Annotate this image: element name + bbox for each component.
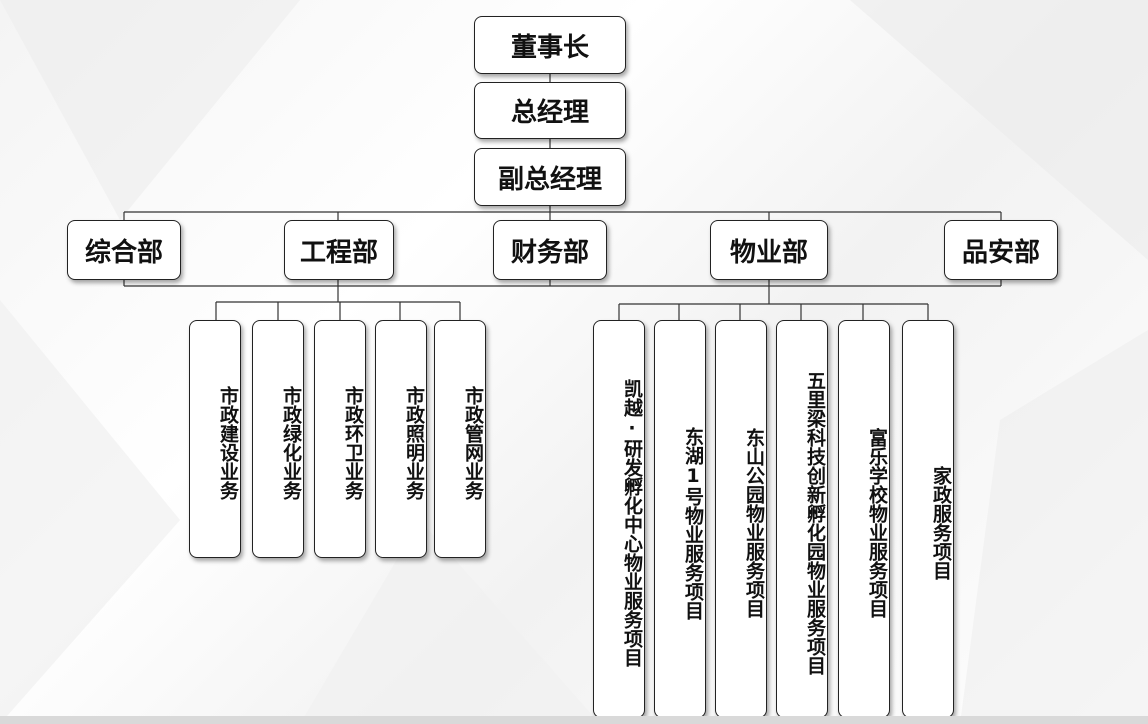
property-project-label: 五里梁科技创新孵化园物业服务项目 (804, 371, 826, 675)
property-project: 家政服务项目 (902, 320, 954, 718)
engineering-unit: 市政绿化业务 (252, 320, 304, 558)
department-quality-safety: 品安部 (944, 220, 1058, 280)
department-general-affairs: 综合部 (67, 220, 181, 280)
department-engineering: 工程部 (284, 220, 394, 280)
engineering-unit: 市政环卫业务 (314, 320, 366, 558)
department-label: 综合部 (84, 237, 163, 268)
department-label: 财务部 (510, 237, 589, 268)
engineering-unit: 市政照明业务 (375, 320, 427, 558)
property-project-label: 凯越·研发孵化中心物业服务项目 (621, 379, 643, 667)
engineering-unit-label: 市政管网业务 (462, 386, 484, 500)
engineering-unit-label: 市政绿化业务 (280, 386, 302, 500)
general-manager-label: 总经理 (510, 98, 589, 128)
property-project-label: 东山公园物业服务项目 (743, 428, 765, 618)
property-project-label: 东湖1号物业服务项目 (682, 426, 704, 620)
engineering-unit-label: 市政照明业务 (403, 386, 425, 500)
engineering-unit: 市政建设业务 (189, 320, 241, 558)
general-manager-box: 总经理 (474, 82, 626, 139)
deputy-general-manager-label: 副总经理 (497, 164, 602, 195)
department-label: 工程部 (299, 237, 378, 268)
property-project: 五里梁科技创新孵化园物业服务项目 (776, 320, 828, 718)
department-finance: 财务部 (493, 220, 607, 280)
engineering-unit-label: 市政建设业务 (217, 386, 239, 500)
bottom-strip (0, 716, 1148, 724)
department-property: 物业部 (710, 220, 828, 280)
chairman-label: 董事长 (510, 32, 589, 63)
property-project: 凯越·研发孵化中心物业服务项目 (593, 320, 645, 718)
property-project-label: 家政服务项目 (930, 466, 952, 580)
chairman-box: 董事长 (474, 16, 626, 74)
department-label: 品安部 (961, 237, 1040, 268)
property-project: 富乐学校物业服务项目 (838, 320, 890, 718)
property-project: 东湖1号物业服务项目 (654, 320, 706, 718)
engineering-unit: 市政管网业务 (434, 320, 486, 558)
property-project-label: 富乐学校物业服务项目 (866, 428, 888, 618)
property-project: 东山公园物业服务项目 (715, 320, 767, 718)
deputy-general-manager-box: 副总经理 (474, 148, 626, 206)
department-label: 物业部 (729, 237, 808, 268)
engineering-unit-label: 市政环卫业务 (342, 386, 364, 500)
